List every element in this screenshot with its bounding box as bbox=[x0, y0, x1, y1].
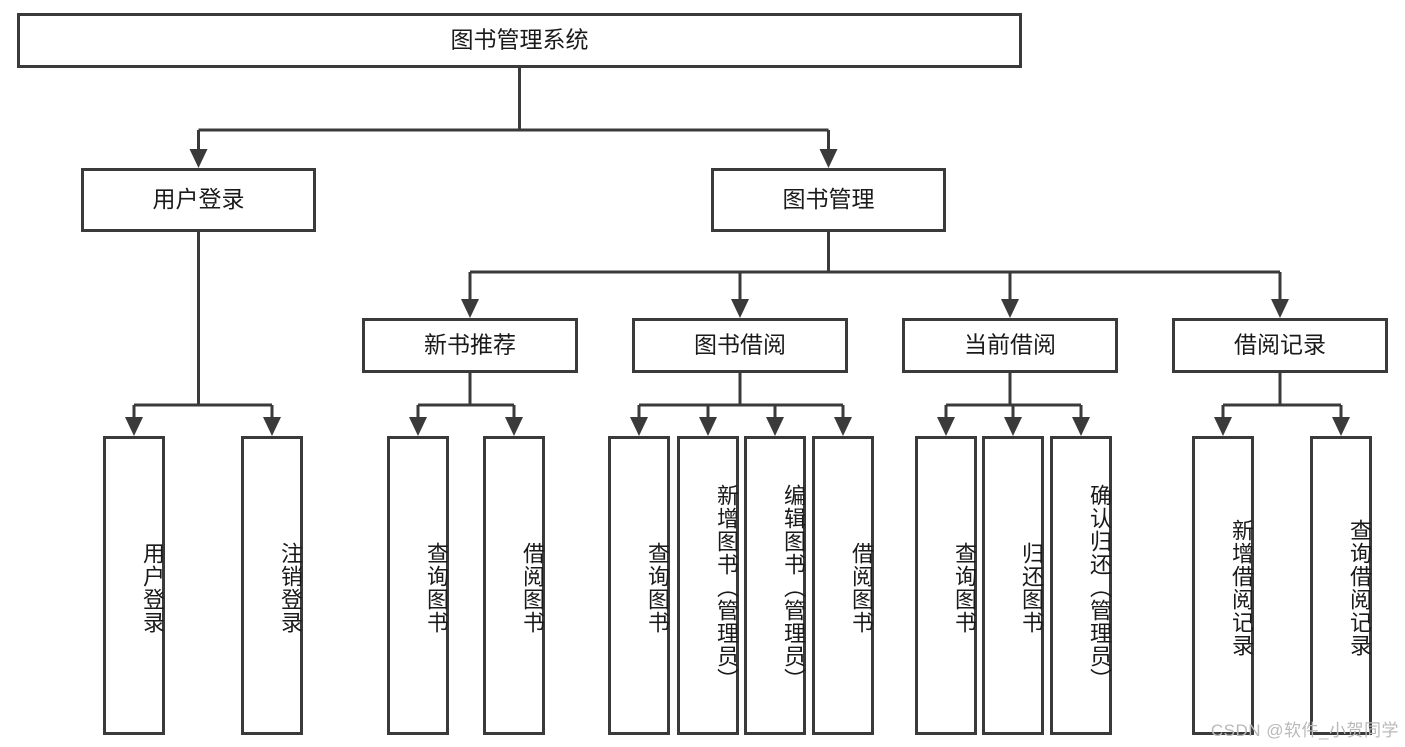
arrow-head bbox=[819, 149, 838, 168]
node-label-new-book-recommend: 新书推荐 bbox=[424, 332, 516, 358]
node-label-user-login: 用户登录 bbox=[153, 186, 245, 212]
node-label-root: 图书管理系统 bbox=[451, 27, 589, 53]
arrow-head bbox=[505, 417, 523, 436]
node-box-borrow-record[interactable] bbox=[1172, 318, 1388, 373]
arrow-head bbox=[766, 417, 784, 436]
node-box-leaf-confirm-return-admin[interactable] bbox=[1050, 436, 1112, 735]
node-box-leaf-borrow-book[interactable] bbox=[812, 436, 874, 735]
arrow-head bbox=[1214, 417, 1232, 436]
arrow-head bbox=[263, 417, 281, 436]
arrow-head bbox=[937, 417, 955, 436]
node-box-current-borrow[interactable] bbox=[902, 318, 1118, 373]
arrow-head bbox=[1332, 417, 1350, 436]
watermark-text: CSDN @软件_小贺同学 bbox=[1210, 721, 1399, 740]
node-label-book-borrow: 图书借阅 bbox=[694, 332, 786, 358]
arrow-head bbox=[125, 417, 143, 436]
node-box-leaf-query-book-borrow[interactable] bbox=[608, 436, 670, 735]
arrow-head bbox=[1001, 299, 1019, 318]
arrow-head bbox=[461, 299, 479, 318]
node-box-leaf-edit-book-admin[interactable] bbox=[744, 436, 806, 735]
arrow-head bbox=[834, 417, 852, 436]
arrow-head bbox=[1004, 417, 1022, 436]
node-box-book-manage[interactable] bbox=[711, 168, 946, 232]
arrow-head bbox=[630, 417, 648, 436]
node-box-book-borrow[interactable] bbox=[632, 318, 848, 373]
node-box-leaf-add-book-admin[interactable] bbox=[677, 436, 739, 735]
node-box-root[interactable] bbox=[17, 13, 1022, 68]
arrow-head bbox=[409, 417, 427, 436]
arrow-head bbox=[1072, 417, 1090, 436]
node-label-current-borrow: 当前借阅 bbox=[964, 332, 1056, 358]
arrow-head bbox=[699, 417, 717, 436]
node-box-user-login[interactable] bbox=[81, 168, 316, 232]
node-box-leaf-query-book-rec[interactable] bbox=[387, 436, 449, 735]
node-box-leaf-query-book-current[interactable] bbox=[915, 436, 977, 735]
node-box-leaf-query-borrow-record[interactable] bbox=[1310, 436, 1372, 735]
node-box-leaf-return-book[interactable] bbox=[982, 436, 1044, 735]
arrow-head bbox=[1271, 299, 1289, 318]
node-box-new-book-recommend[interactable] bbox=[362, 318, 578, 373]
node-label-borrow-record: 借阅记录 bbox=[1234, 332, 1326, 358]
node-box-leaf-logout-login[interactable] bbox=[241, 436, 303, 735]
node-box-leaf-borrow-book-rec[interactable] bbox=[483, 436, 545, 735]
arrow-head bbox=[731, 299, 749, 318]
node-layer bbox=[17, 13, 1388, 735]
connector-layer bbox=[125, 68, 1350, 436]
arrow-head bbox=[189, 149, 208, 168]
node-label-book-manage: 图书管理 bbox=[783, 186, 875, 212]
node-box-leaf-add-borrow-record[interactable] bbox=[1192, 436, 1254, 735]
node-box-leaf-user-login[interactable] bbox=[103, 436, 165, 735]
